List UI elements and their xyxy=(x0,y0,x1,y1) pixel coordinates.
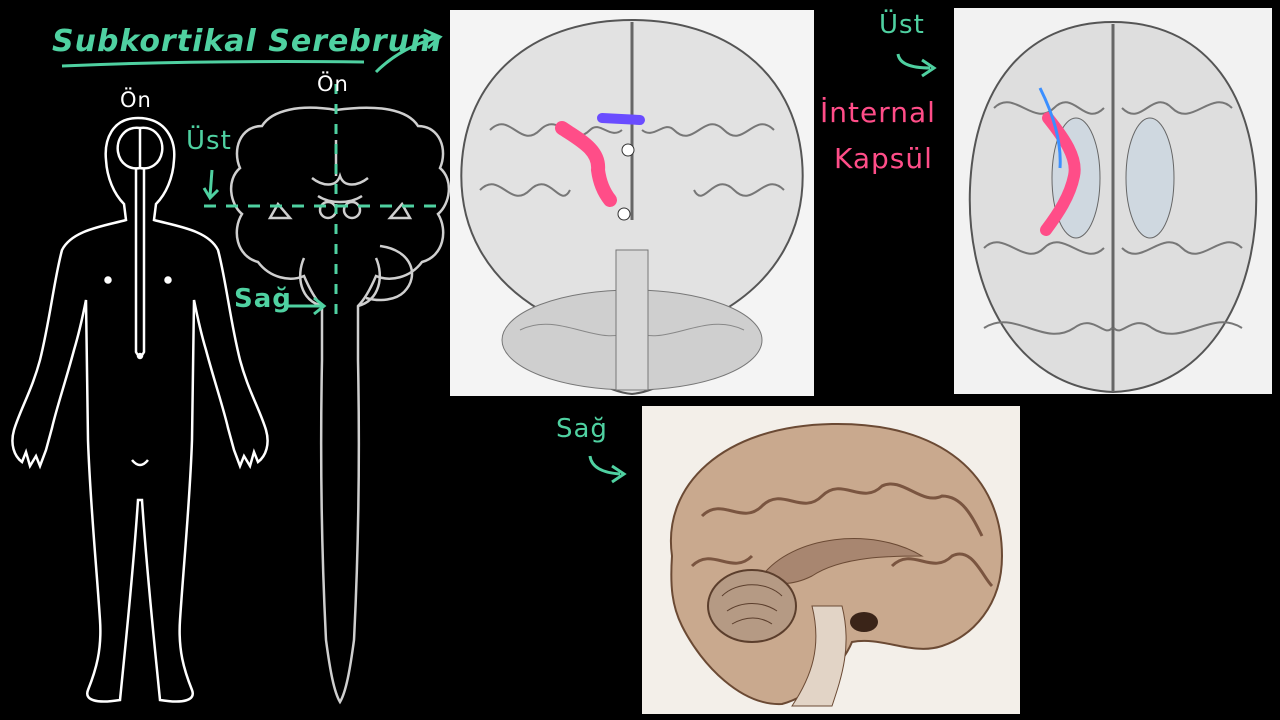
label-right-body: Sağ xyxy=(234,284,292,314)
arrow-to-coronal xyxy=(374,36,437,74)
sagittal-section-drawing xyxy=(669,422,1004,707)
label-capsule: Kapsül xyxy=(834,142,933,175)
brain-spinal-outline xyxy=(230,106,450,705)
label-top-axial: Üst xyxy=(879,10,925,40)
axial-section-drawing xyxy=(968,20,1258,394)
axial-section-image xyxy=(954,8,1272,394)
coronal-section-drawing xyxy=(460,18,804,396)
human-body-outline xyxy=(11,116,269,703)
coronal-section-image xyxy=(450,10,814,396)
title-subkortikal-serebrum: Subkortikal Serebrum xyxy=(52,24,443,59)
label-right-sagittal: Sağ xyxy=(556,414,608,444)
label-front-body: Ön xyxy=(120,88,152,112)
label-front-brain: Ön xyxy=(317,72,349,96)
sagittal-section-image xyxy=(642,406,1020,714)
label-top-body: Üst xyxy=(186,126,232,156)
label-internal: İnternal xyxy=(820,96,936,129)
